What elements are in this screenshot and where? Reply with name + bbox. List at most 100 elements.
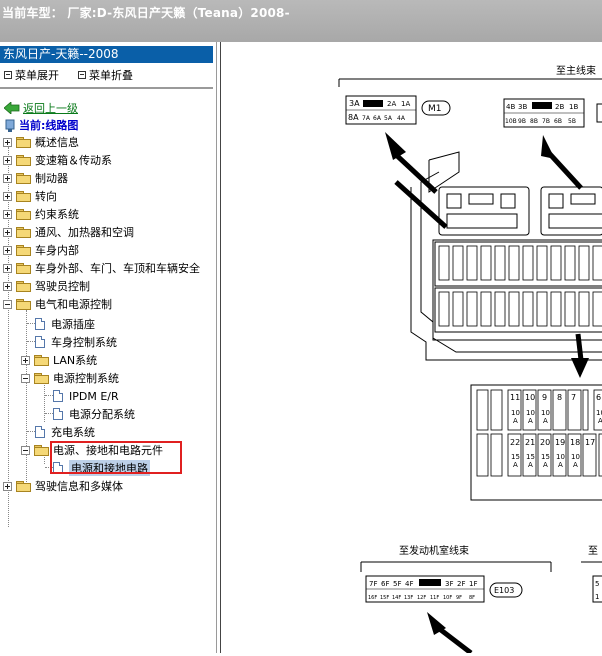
- tree-item[interactable]: 驾驶信息和多媒体: [3, 478, 123, 494]
- expand-toggle-icon[interactable]: [3, 137, 12, 147]
- svg-text:A: A: [598, 417, 602, 425]
- tree-item[interactable]: 车身外部、车门、车顶和车辆安全: [3, 260, 200, 276]
- collapse-toggle-icon[interactable]: [3, 299, 12, 309]
- expand-toggle-icon[interactable]: [3, 481, 12, 491]
- svg-text:2B: 2B: [555, 103, 564, 111]
- expand-toggle-icon[interactable]: [3, 281, 12, 291]
- tree-panel-title: 东风日产-天籁--2008: [0, 46, 213, 63]
- tree-item[interactable]: 概述信息: [3, 134, 79, 150]
- tree-item[interactable]: IPDM E/R: [53, 388, 119, 404]
- tree-item-label: 约束系统: [35, 208, 79, 221]
- fuse-label: 19: [555, 438, 565, 447]
- tree-item[interactable]: 车身内部: [3, 242, 79, 258]
- folder-icon: [16, 244, 31, 256]
- tree-guide-line: [45, 413, 53, 414]
- svg-text:A: A: [513, 417, 518, 425]
- svg-text:10: 10: [511, 409, 520, 417]
- tree-item-label: 变速箱＆传动系: [35, 154, 112, 167]
- tree-item[interactable]: 车身控制系统: [35, 334, 117, 350]
- fuse-table: 11 10 9 8 7 6 22 21 20 19 18 17 10A 10A …: [470, 384, 602, 501]
- svg-text:10F: 10F: [443, 595, 452, 601]
- document-icon: [35, 336, 45, 348]
- svg-text:12F: 12F: [417, 595, 426, 601]
- tree-item[interactable]: 充电系统: [35, 424, 95, 440]
- svg-text:10: 10: [526, 409, 535, 417]
- expand-toggle-icon[interactable]: [3, 263, 12, 273]
- fuse-label: 17: [585, 438, 595, 447]
- expand-toggle-icon[interactable]: [3, 191, 12, 201]
- expand-toggle-icon[interactable]: [3, 173, 12, 183]
- svg-text:2A: 2A: [387, 100, 396, 108]
- svg-text:16F: 16F: [368, 595, 377, 601]
- svg-text:10: 10: [556, 453, 565, 461]
- expand-toggle-icon[interactable]: [3, 245, 12, 255]
- tree-item-label: 电源插座: [51, 318, 95, 331]
- expand-toggle-icon[interactable]: [3, 227, 12, 237]
- document-icon: [35, 426, 45, 438]
- fuse-label: 8: [557, 393, 562, 402]
- svg-text:6A: 6A: [373, 115, 382, 122]
- expand-all-button[interactable]: 菜单展开: [4, 67, 59, 83]
- svg-text:9F: 9F: [456, 595, 462, 601]
- svg-text:1F: 1F: [469, 580, 477, 588]
- folder-icon: [16, 172, 31, 184]
- svg-text:A: A: [528, 461, 533, 469]
- back-link[interactable]: 返回上一级: [23, 102, 78, 115]
- fuse-label: 7: [571, 393, 576, 402]
- expand-toggle-icon[interactable]: [3, 155, 12, 165]
- tree-item-label: 充电系统: [51, 426, 95, 439]
- tree-item[interactable]: 通风、加热器和空调: [3, 224, 134, 240]
- tree-item-label: IPDM E/R: [69, 389, 119, 403]
- collapse-all-button[interactable]: 菜单折叠: [78, 67, 133, 83]
- tree-item[interactable]: 约束系统: [3, 206, 79, 222]
- tree-item-label: 通风、加热器和空调: [35, 226, 134, 239]
- svg-text:15: 15: [526, 453, 535, 461]
- svg-text:7B: 7B: [542, 118, 550, 125]
- current-location: 当前:线路图: [4, 117, 78, 133]
- tree-item-label: 驾驶信息和多媒体: [35, 480, 123, 493]
- back-link-row[interactable]: 返回上一级: [4, 100, 78, 116]
- collapse-toggle-icon[interactable]: [21, 445, 30, 455]
- tree-guide-line: [27, 431, 35, 432]
- svg-text:M1: M1: [428, 104, 442, 114]
- connector-block-a: 3A 2A 1A 8A 7A 6A 5A 4A: [345, 95, 417, 125]
- tree-item-expanded[interactable]: 电源控制系统: [21, 370, 119, 386]
- fuse-box-outline: [410, 151, 602, 361]
- folder-icon: [16, 208, 31, 220]
- tree-item[interactable]: 变速箱＆传动系: [3, 152, 112, 168]
- svg-text:4B: 4B: [506, 103, 515, 111]
- tree-item[interactable]: 驾驶员控制: [3, 278, 90, 294]
- svg-text:10: 10: [596, 409, 602, 417]
- tree-item[interactable]: 转向: [3, 188, 57, 204]
- arrow-icon: [427, 612, 473, 655]
- tree-item-label: 概述信息: [35, 136, 79, 149]
- tree-item[interactable]: 电源分配系统: [53, 406, 135, 422]
- svg-text:3A: 3A: [349, 99, 360, 108]
- tree-item-expanded[interactable]: 电气和电源控制: [3, 296, 112, 312]
- svg-text:6F: 6F: [381, 580, 389, 588]
- svg-text:3F: 3F: [445, 580, 453, 588]
- expand-toggle-icon[interactable]: [3, 209, 12, 219]
- svg-text:5F: 5F: [393, 580, 401, 588]
- fuse-label: 21: [525, 438, 535, 447]
- svg-text:1: 1: [595, 593, 599, 601]
- tree-guide-line: [45, 395, 53, 396]
- connector-e103: E103: [489, 582, 523, 598]
- tree-item-label: 车身内部: [35, 244, 79, 257]
- fuse-slots-lower: [438, 291, 602, 327]
- collapse-icon: [78, 71, 86, 79]
- tree-item[interactable]: 制动器: [3, 170, 68, 186]
- tree-item-expanded[interactable]: 电源、接地和电路元件: [21, 442, 163, 458]
- collapse-toggle-icon[interactable]: [21, 373, 30, 383]
- svg-text:10B: 10B: [505, 118, 517, 125]
- folder-icon: [16, 280, 31, 292]
- highlight-box: [50, 441, 182, 474]
- svg-text:8F: 8F: [469, 595, 475, 601]
- svg-text:9B: 9B: [518, 118, 526, 125]
- svg-text:14F: 14F: [392, 595, 401, 601]
- expand-toggle-icon[interactable]: [21, 355, 30, 365]
- tree-item[interactable]: 电源插座: [35, 316, 95, 332]
- folder-open-icon: [34, 372, 49, 384]
- tree-item[interactable]: LAN系统: [21, 352, 97, 368]
- tree-guide-line: [26, 310, 27, 490]
